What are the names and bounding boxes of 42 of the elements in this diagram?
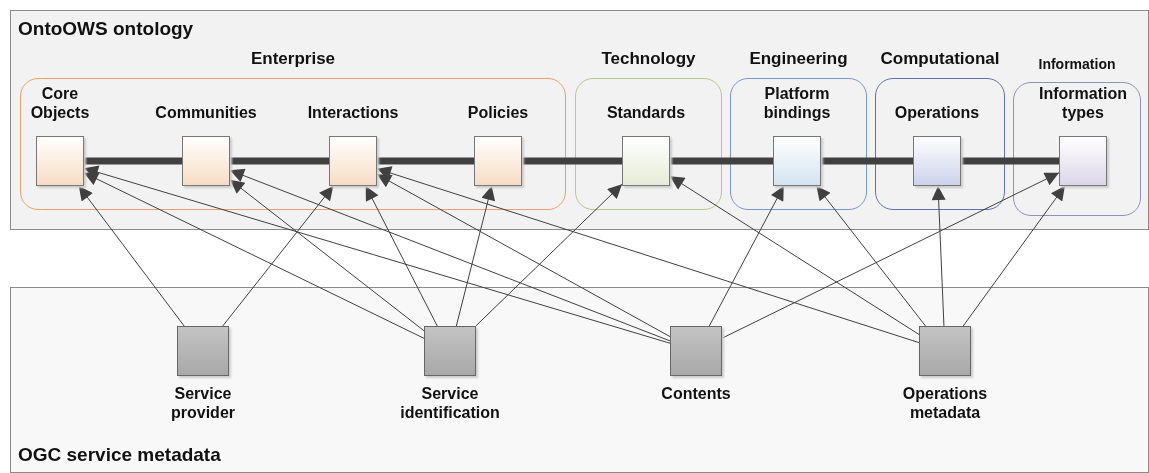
- connector-bar: [377, 157, 474, 165]
- arrow: [83, 165, 671, 344]
- metadata-label: Contents: [660, 384, 732, 404]
- connector-bar: [230, 157, 329, 165]
- group-heading: Computational: [879, 49, 1001, 70]
- arrow: [365, 185, 438, 327]
- panel-title: OGC service metadata: [18, 444, 221, 467]
- concept-label: Core Objects: [30, 83, 90, 122]
- concept-label: Interactions: [306, 102, 400, 122]
- group-heading: Enterprise: [249, 49, 337, 70]
- metadata-label: Service identification: [399, 384, 501, 423]
- group-heading: Information: [1037, 56, 1117, 73]
- arrow: [376, 166, 920, 344]
- arrow: [669, 175, 920, 335]
- arrow: [931, 185, 946, 327]
- concept-label: Communities: [154, 102, 258, 122]
- metadata-label: Operations metadata: [901, 384, 989, 423]
- metadata-label: Service provider: [170, 384, 236, 423]
- concept-label: Operations: [893, 102, 981, 122]
- arrow: [376, 173, 671, 338]
- connector-bar: [84, 157, 182, 165]
- connector-bar: [670, 157, 773, 165]
- concept-label: Policies: [466, 102, 530, 122]
- arrow: [229, 168, 671, 342]
- concept-label: Standards: [605, 102, 687, 122]
- arrow: [815, 185, 927, 327]
- arrow: [78, 185, 185, 327]
- connector-bar: [961, 157, 1059, 165]
- arrow: [721, 172, 1060, 339]
- arrow: [962, 185, 1066, 327]
- arrow: [229, 179, 425, 332]
- arrow: [475, 183, 623, 327]
- concept-label: Platform bindings: [762, 83, 832, 122]
- arrow: [708, 185, 785, 327]
- panel-title: OntoOWS ontology: [18, 18, 194, 41]
- arrow: [455, 185, 496, 327]
- group-heading: Technology: [600, 49, 697, 70]
- connector-bar: [522, 157, 622, 165]
- arrow: [222, 185, 334, 327]
- arrow: [83, 172, 425, 339]
- concept-label: Information types: [1038, 83, 1128, 122]
- connector-bar: [821, 157, 913, 165]
